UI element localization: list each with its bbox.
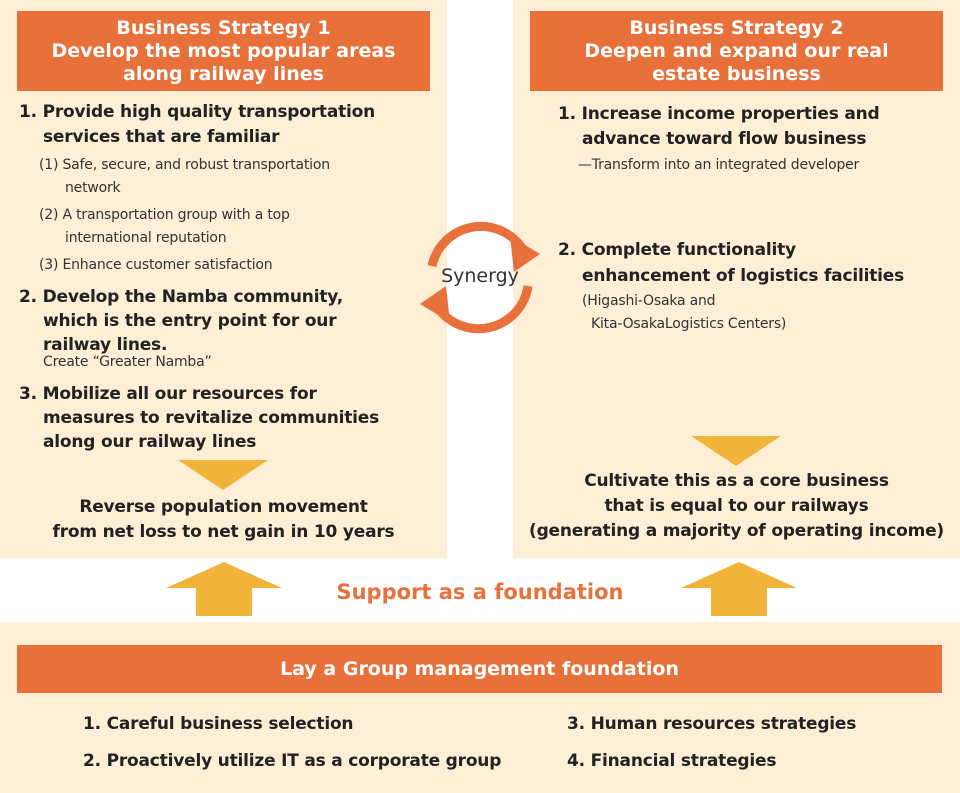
s1-item1-line1: 1. Provide high quality transportation xyxy=(19,102,376,122)
s1-item1-sub1-line1: (1) Safe, secure, and robust transportat… xyxy=(39,157,330,173)
strategy2-title-line: Deepen and expand our real xyxy=(584,39,889,62)
foundation-banner: Lay a Group management foundation xyxy=(17,645,942,693)
s2-item1-line1: 1. Increase income properties and xyxy=(558,104,880,124)
s2-goal-line3: (generating a majority of operating inco… xyxy=(529,521,944,541)
strategy1-title-line: along railway lines xyxy=(123,62,324,85)
foundation-title: Lay a Group management foundation xyxy=(280,657,679,680)
s1-item2-line1: 2. Develop the Namba community, xyxy=(19,287,344,307)
foundation-item-2: 2. Proactively utilize IT as a corporate… xyxy=(83,751,502,771)
synergy-arrowhead-right xyxy=(510,236,540,272)
s2-goal-line2: that is equal to our railways xyxy=(604,496,869,516)
s2-item2-line2: enhancement of logistics facilities xyxy=(582,266,905,286)
strategy2-banner: Business Strategy 2 Deepen and expand ou… xyxy=(530,11,943,91)
support-up-arrow-right xyxy=(681,562,797,616)
s1-item1-sub3: (3) Enhance customer satisfaction xyxy=(39,257,273,273)
support-up-arrow-left xyxy=(166,562,282,616)
s1-goal-line1: Reverse population movement xyxy=(79,497,368,517)
strategy1-banner: Business Strategy 1 Develop the most pop… xyxy=(17,11,430,91)
s2-item2-note1: (Higashi-Osaka and xyxy=(582,293,716,309)
foundation-item-1: 1. Careful business selection xyxy=(83,714,354,734)
support-label: Support as a foundation xyxy=(336,580,624,604)
s1-item1-sub1-line2: network xyxy=(65,180,121,196)
s1-item2-note: Create “Greater Namba” xyxy=(43,354,212,370)
strategy1-title-line: Business Strategy 1 xyxy=(116,16,331,39)
s1-item3-line1: 3. Mobilize all our resources for xyxy=(19,384,317,404)
strategy1-title-line: Develop the most popular areas xyxy=(51,39,396,62)
s2-item1-line2: advance toward flow business xyxy=(582,129,867,149)
synergy-cycle-icon xyxy=(420,221,540,334)
synergy-label: Synergy xyxy=(441,265,519,287)
strategy2-title-line: estate business xyxy=(652,62,821,85)
s1-item2-line3: railway lines. xyxy=(43,335,168,355)
foundation-item-4: 4. Financial strategies xyxy=(567,751,777,771)
s1-goal-line2: from net loss to net gain in 10 years xyxy=(52,522,395,542)
s1-down-arrow xyxy=(178,460,268,490)
s2-item1-note: —Transform into an integrated developer xyxy=(578,157,860,173)
synergy-arc-top xyxy=(427,221,526,268)
s1-item3-line3: along our railway lines xyxy=(43,432,257,452)
foundation-item-3: 3. Human resources strategies xyxy=(567,714,857,734)
strategy2-title-line: Business Strategy 2 xyxy=(629,16,844,39)
s2-item2-note2: Kita-OsakaLogistics Centers) xyxy=(591,316,787,332)
s1-item1-line2: services that are familiar xyxy=(43,127,280,147)
synergy-arrowhead-left xyxy=(420,286,450,322)
s1-item3-line2: measures to revitalize communities xyxy=(43,408,380,428)
s1-item1-sub2-line1: (2) A transportation group with a top xyxy=(39,207,290,223)
s2-item2-line1: 2. Complete functionality xyxy=(558,240,796,260)
synergy-arc-bottom xyxy=(434,285,533,334)
s2-down-arrow xyxy=(691,436,781,466)
s2-goal-line1: Cultivate this as a core business xyxy=(584,471,889,491)
s1-item1-sub2-line2: international reputation xyxy=(65,230,227,246)
s1-item2-line2: which is the entry point for our xyxy=(43,311,337,331)
